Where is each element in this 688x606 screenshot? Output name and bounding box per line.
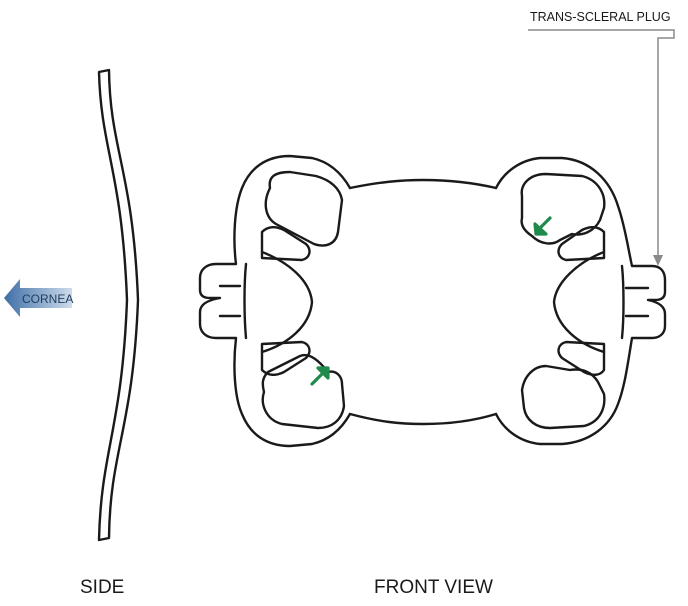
window-mid-right [557, 226, 606, 262]
frame-right-outline [494, 156, 667, 446]
haptic-right-arc [552, 250, 606, 354]
green-arrow-top-right [533, 216, 552, 236]
side-view [97, 68, 140, 542]
green-diagonal-arrow-icon [533, 216, 552, 236]
side-label: SIDE [80, 577, 124, 598]
window-top-left [264, 170, 344, 247]
left-arrow-icon [4, 279, 72, 317]
front-view [198, 154, 667, 448]
frame-left-outline [198, 154, 352, 448]
haptic-left-arc [260, 250, 314, 354]
window-mid-right-low [557, 340, 606, 376]
window-mid-left [260, 226, 311, 262]
optic-top-arc [348, 178, 498, 190]
window-bottom-right [520, 364, 606, 430]
plug-leader-arrowhead [653, 255, 663, 266]
window-bottom-left [261, 353, 346, 430]
side-profile-outline [97, 68, 140, 542]
green-diagonal-arrow-icon [310, 366, 330, 386]
optic-bottom-arc [348, 412, 498, 426]
cornea-label: CORNEA [22, 292, 73, 306]
window-mid-left-low [260, 340, 311, 376]
window-top-right [520, 172, 606, 245]
plug-leader-line [528, 29, 675, 262]
green-arrow-bottom-left [310, 366, 330, 386]
cornea-indicator: CORNEA [4, 279, 73, 317]
trans-scleral-plug [624, 286, 650, 318]
trans-scleral-plug-label: TRANS-SCLERAL PLUG [530, 10, 671, 24]
haptic-right-inner [620, 264, 625, 340]
left-plug-stem [218, 284, 242, 318]
front-view-label: FRONT VIEW [374, 577, 493, 598]
haptic-left-inner [243, 262, 248, 340]
